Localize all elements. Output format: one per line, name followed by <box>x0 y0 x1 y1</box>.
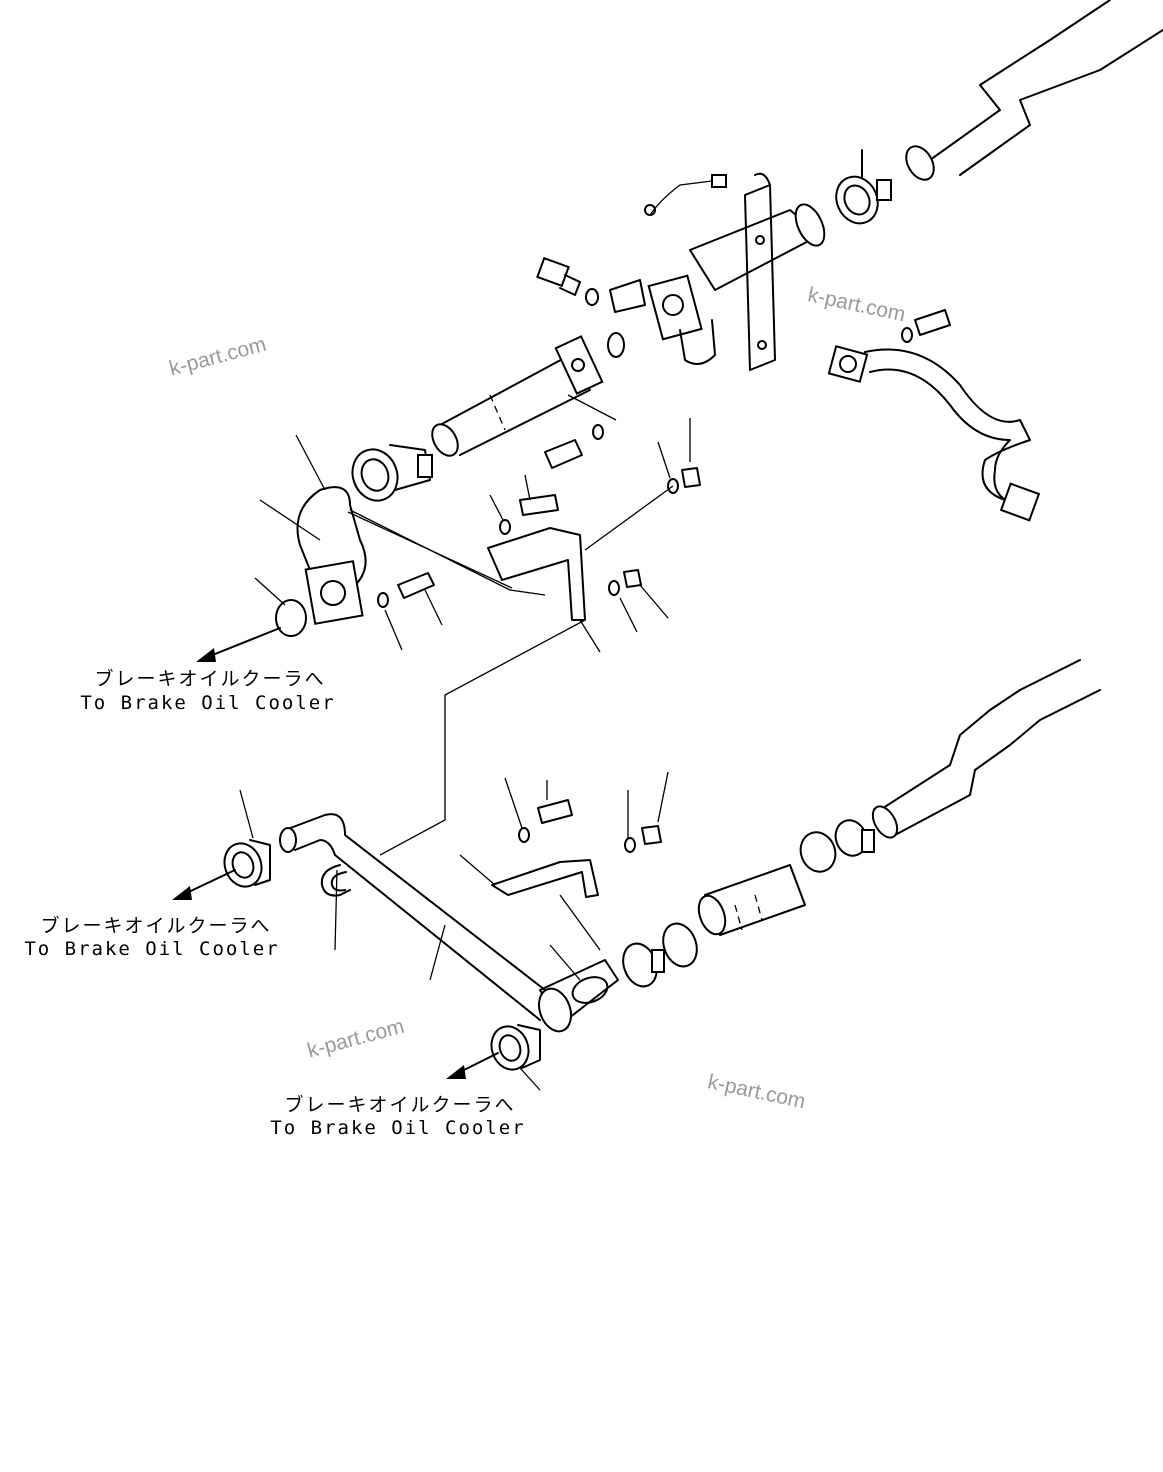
lower-left-clamp <box>223 839 271 888</box>
callout-jp-2: ブレーキオイルクーラへ <box>40 915 272 937</box>
arrow-middle <box>172 869 236 900</box>
elbow-bolts <box>377 572 435 608</box>
leader-lines-upper <box>254 418 691 856</box>
callout-en-1: To Brake Oil Cooler <box>80 692 336 714</box>
lower-long-pipe <box>871 659 1101 839</box>
upper-long-pipe <box>905 0 1163 181</box>
elbow-flange <box>275 486 513 637</box>
lower-bracket <box>491 799 662 951</box>
lower-tube <box>279 813 619 1033</box>
lower-hose <box>622 864 806 988</box>
upper-bolt-set <box>536 256 646 358</box>
callout-jp-1: ブレーキオイルクーラへ <box>94 668 326 690</box>
clamp-middle-left <box>351 444 433 502</box>
callout-en-2: To Brake Oil Cooler <box>24 938 280 960</box>
bottom-clamp <box>490 1024 541 1071</box>
leader-lines-lower <box>239 771 669 1091</box>
u-bolt <box>320 864 351 897</box>
right-bent-pipe <box>827 309 1041 522</box>
callout-jp-3: ブレーキオイルクーラへ <box>284 1094 516 1116</box>
callout-en-3: To Brake Oil Cooler <box>270 1117 526 1139</box>
tee-fitting <box>644 174 826 365</box>
middle-pipe <box>431 335 604 457</box>
middle-bolt <box>544 394 617 469</box>
arrow-lower <box>446 1052 499 1079</box>
clamp-upper-right <box>835 149 892 225</box>
lower-right-clamps <box>799 819 875 873</box>
vertical-bracket <box>744 172 776 371</box>
arrow-upper <box>196 627 281 662</box>
middle-bracket <box>487 467 701 621</box>
